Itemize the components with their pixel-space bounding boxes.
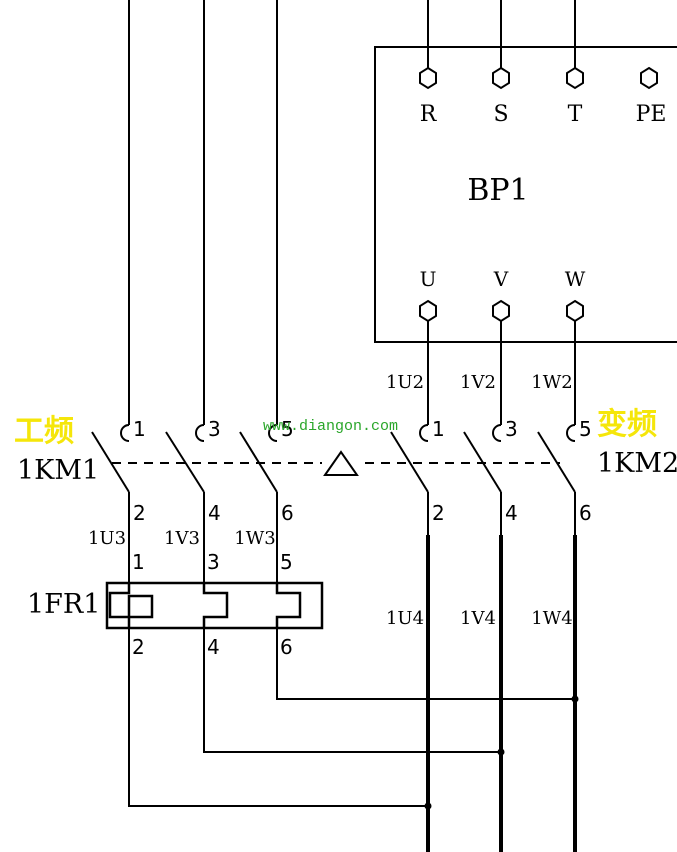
supply-lines	[128, 0, 278, 425]
motor-lines	[426, 535, 577, 852]
mode-label-variable-frequency: 变频	[597, 407, 657, 442]
wire-label-1w2: 1W2	[531, 372, 572, 393]
fr1-terminal-2: 2	[132, 635, 145, 659]
km2-terminal-1: 1	[432, 417, 445, 441]
inverter-input-label-pe: PE	[636, 102, 667, 127]
fr1-terminal-5: 5	[280, 550, 293, 574]
contactor-1km1-contacts	[91, 424, 278, 583]
km2-terminal-2: 2	[432, 501, 445, 525]
km1-terminal-3: 3	[208, 417, 221, 441]
contactor-tag-1km1: 1KM1	[17, 455, 99, 486]
inverter-input-label-t: T	[568, 102, 583, 127]
km2-terminal-4: 4	[505, 501, 518, 525]
fr1-terminal-1: 1	[132, 550, 145, 574]
inverter-box	[374, 46, 677, 343]
inverter-output-label-u: U	[420, 267, 437, 291]
km2-terminal-5: 5	[579, 417, 592, 441]
fr1-terminal-3: 3	[207, 550, 220, 574]
inverter-output-label-w: W	[565, 267, 586, 291]
junction-dots	[424, 695, 579, 810]
mechanical-interlock	[112, 450, 560, 476]
wire-label-1v4: 1V4	[460, 608, 496, 629]
wire-label-1w4: 1W4	[531, 608, 572, 629]
wire-label-1w3: 1W3	[234, 528, 275, 549]
overload-relay-1fr1	[105, 581, 324, 630]
inverter-input-terminals	[419, 66, 658, 90]
fr1-terminal-4: 4	[207, 635, 220, 659]
inverter-output-lines	[427, 321, 576, 425]
watermark: www.diangon.com	[263, 418, 398, 435]
km2-terminal-3: 3	[505, 417, 518, 441]
wire-label-1u3: 1U3	[88, 528, 126, 549]
wire-label-1u2: 1U2	[386, 372, 424, 393]
wire-label-1u4: 1U4	[386, 608, 424, 629]
km2-terminal-6: 6	[579, 501, 592, 525]
inverter-name: BP1	[467, 173, 528, 208]
inverter-output-terminals	[419, 299, 584, 323]
km1-terminal-2: 2	[133, 501, 146, 525]
km1-terminal-5: 5	[281, 417, 294, 441]
km1-terminal-1: 1	[133, 417, 146, 441]
km1-terminal-6: 6	[281, 501, 294, 525]
contactor-1km2-contacts	[390, 424, 576, 535]
bypass-to-motor-wiring	[128, 628, 575, 807]
overload-relay-tag: 1FR1	[27, 589, 100, 620]
inverter-input-lines	[427, 0, 576, 68]
km1-terminal-4: 4	[208, 501, 221, 525]
fr1-terminal-6: 6	[280, 635, 293, 659]
contactor-tag-1km2: 1KM2	[597, 448, 677, 479]
wire-label-1v2: 1V2	[460, 372, 496, 393]
inverter-output-label-v: V	[493, 267, 509, 291]
inverter-input-label-r: R	[420, 102, 438, 127]
wire-label-1v3: 1V3	[164, 528, 200, 549]
mode-label-power-frequency: 工频	[14, 414, 74, 449]
inverter-input-label-s: S	[493, 102, 508, 127]
